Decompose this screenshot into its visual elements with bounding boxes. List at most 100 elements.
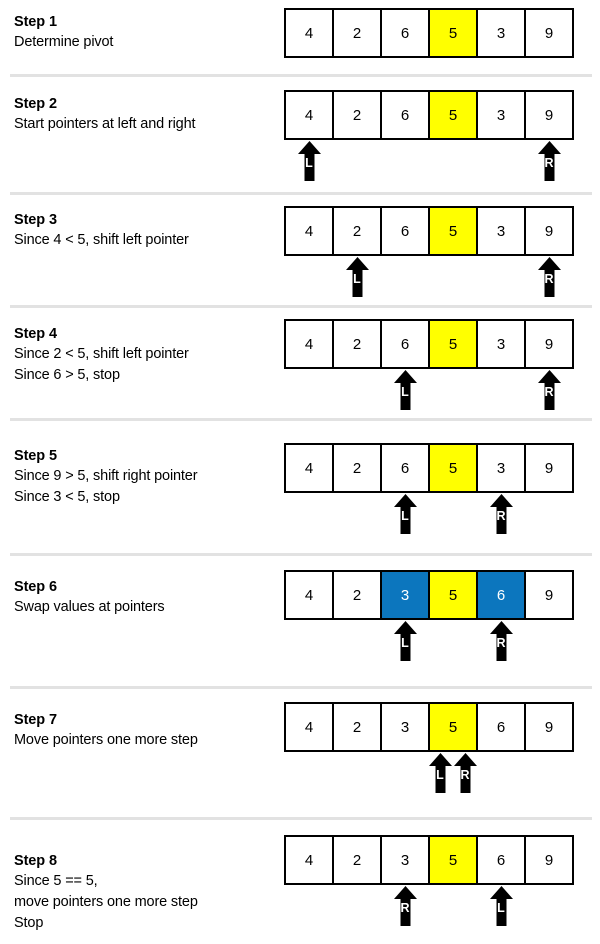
right-pointer-arrow: R [537,257,561,297]
array-cell: 5 [428,8,478,58]
array-cell: 6 [380,206,430,256]
up-arrow-icon [393,621,417,661]
array-cell: 5 [428,835,478,885]
array-cell: 5 [428,443,478,493]
right-pointer-arrow: R [489,494,513,534]
array-cell: 6 [380,8,430,58]
array-cell: 5 [428,702,478,752]
array-cell: 4 [284,90,334,140]
array-cell: 5 [428,90,478,140]
step-description-line: Determine pivot [14,34,114,50]
array-cell: 2 [332,319,382,369]
step-text-block: Step 2 Start pointers at left and right [14,94,276,135]
array-cell: 4 [284,835,334,885]
array-cell: 3 [380,835,430,885]
step-description-line: Since 9 > 5, shift right pointer [14,468,198,484]
step-description-line: Since 4 < 5, shift left pointer [14,232,189,248]
step-divider [10,305,592,308]
array-cell: 5 [428,319,478,369]
right-pointer-arrow: R [537,370,561,410]
left-pointer-arrow: L [428,753,452,793]
array-cell: 9 [524,206,574,256]
step-divider [10,192,592,195]
array-cell: 3 [380,570,430,620]
step-text-block: Step 6 Swap values at pointers [14,577,276,618]
array-cell: 9 [524,8,574,58]
step-divider [10,74,592,77]
array-cell: 6 [380,443,430,493]
array-cell: 3 [380,702,430,752]
up-arrow-icon [489,621,513,661]
step-text-block: Step 8 Since 5 == 5, move pointers one mor… [14,851,276,934]
array-cell: 9 [524,90,574,140]
step-divider [10,553,592,556]
step-divider [10,686,592,689]
array-cell: 2 [332,90,382,140]
step-title: Step 3 [14,212,57,228]
up-arrow-icon [297,141,321,181]
array-cell: 6 [380,90,430,140]
step-description-line: Start pointers at left and right [14,116,196,132]
up-arrow-icon [428,753,452,793]
up-arrow-icon [489,494,513,534]
right-pointer-arrow: R [453,753,477,793]
up-arrow-icon [345,257,369,297]
step-text-block: Step 1 Determine pivot [14,12,276,53]
right-pointer-arrow: R [537,141,561,181]
step-text-block: Step 3 Since 4 < 5, shift left pointer [14,210,276,251]
left-pointer-arrow: L [393,621,417,661]
step-description-line: Swap values at pointers [14,599,165,615]
array-cell: 9 [524,702,574,752]
step-title: Step 7 [14,712,57,728]
step-title: Step 6 [14,579,57,595]
up-arrow-icon [393,494,417,534]
up-arrow-icon [453,753,477,793]
step-description-line: Since 5 == 5, [14,873,98,889]
array-cell: 2 [332,8,382,58]
step-description-line: move pointers one more step [14,894,198,910]
left-pointer-arrow: L [489,886,513,926]
array-cell: 3 [476,90,526,140]
up-arrow-icon [537,141,561,181]
array-cell: 4 [284,570,334,620]
array-cell: 3 [476,443,526,493]
array-cell: 4 [284,702,334,752]
step-title: Step 2 [14,96,57,112]
array-cell: 2 [332,570,382,620]
step-description-line: Move pointers one more step [14,732,198,748]
array-cell: 9 [524,835,574,885]
step-description-line: Since 3 < 5, stop [14,489,120,505]
step-title: Step 8 [14,853,57,869]
left-pointer-arrow: L [393,370,417,410]
up-arrow-icon [393,370,417,410]
step-description-line: Since 6 > 5, stop [14,367,120,383]
up-arrow-icon [537,257,561,297]
array-cell: 2 [332,443,382,493]
up-arrow-icon [393,886,417,926]
array-cell: 3 [476,319,526,369]
step-text-block: Step 7 Move pointers one more step [14,710,276,751]
array-cell: 2 [332,206,382,256]
array-cell: 4 [284,206,334,256]
array-cell: 4 [284,8,334,58]
left-pointer-arrow: L [345,257,369,297]
step-title: Step 1 [14,14,57,30]
step-description-line: Stop [14,915,44,931]
left-pointer-arrow: L [393,494,417,534]
left-pointer-arrow: L [297,141,321,181]
step-divider [10,817,592,820]
array-cell: 9 [524,319,574,369]
array-cell: 4 [284,319,334,369]
array-cell: 6 [476,702,526,752]
up-arrow-icon [489,886,513,926]
array-cell: 9 [524,443,574,493]
